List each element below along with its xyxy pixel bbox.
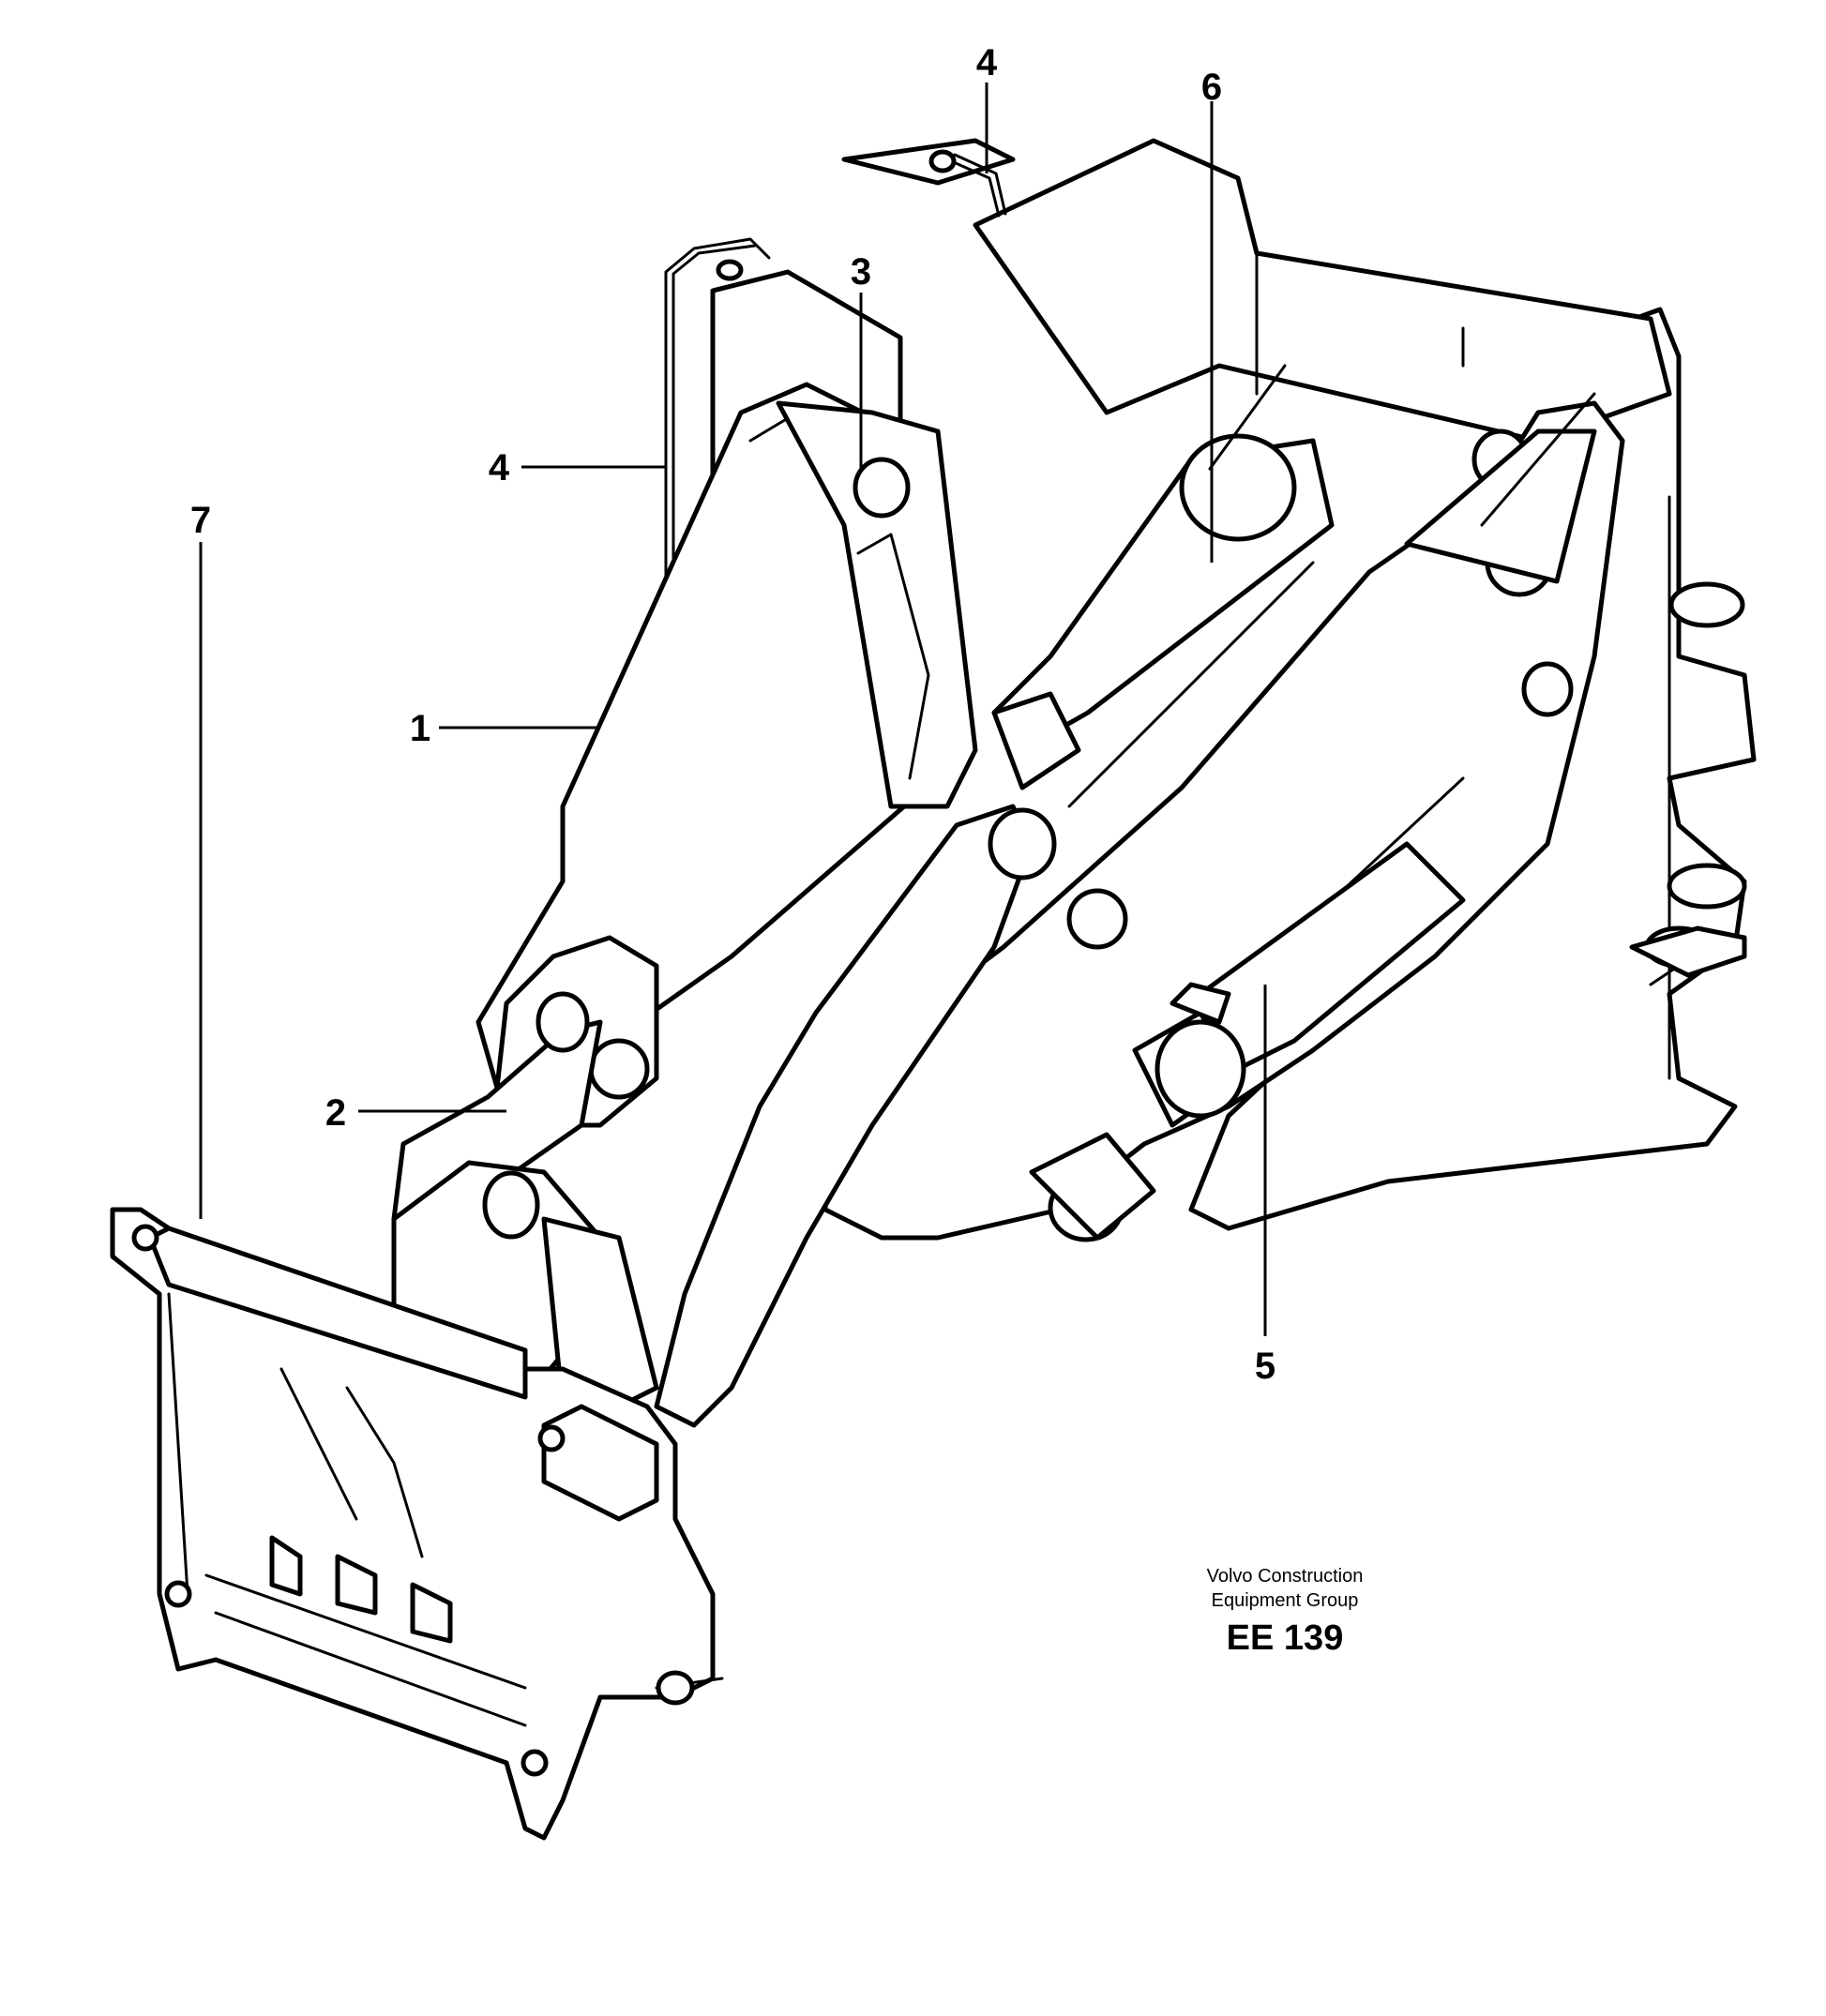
illustration-code: EE 139: [1226, 1618, 1344, 1658]
callout-4-top: 4: [976, 42, 998, 83]
leader-lines: [199, 83, 1267, 1336]
left-lift-arm: [475, 382, 978, 1128]
callout-7: 7: [190, 500, 211, 541]
right-lift-arm: [654, 392, 1625, 1428]
callout-3: 3: [851, 251, 871, 293]
callout-5: 5: [1255, 1346, 1275, 1387]
callout-1: 1: [410, 708, 430, 749]
quick-coupler: [110, 1207, 724, 1841]
callout-4-left: 4: [489, 447, 510, 489]
rear-frame: [1188, 307, 1757, 1231]
lift-cylinder: [991, 364, 1335, 790]
callout-labels: 4 6 3 4 1 7 2 5: [190, 42, 1275, 1387]
credit-line-2: Equipment Group: [1211, 1590, 1359, 1611]
callout-6: 6: [1201, 67, 1222, 108]
hydraulic-lines: [664, 149, 1007, 602]
callout-2: 2: [325, 1092, 346, 1134]
credit-line-1: Volvo Construction: [1206, 1566, 1364, 1587]
publisher-credit: Volvo Construction Equipment Group: [1144, 1564, 1426, 1613]
